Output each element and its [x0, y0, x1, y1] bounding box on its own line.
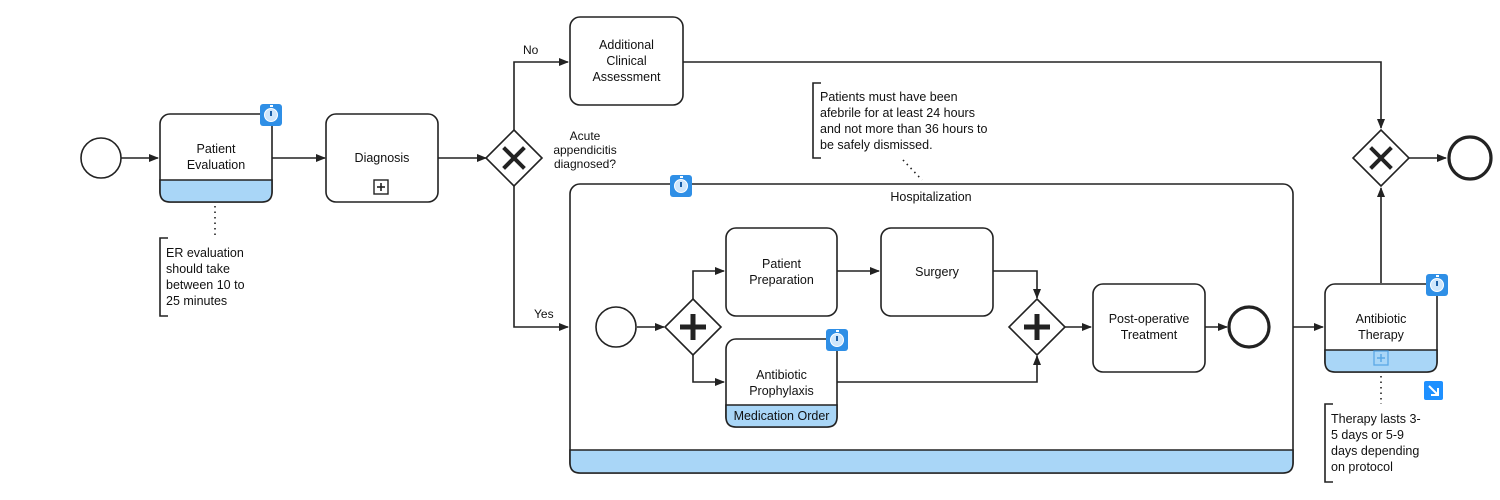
timer-icon[interactable] [826, 329, 848, 351]
task-surgery[interactable] [880, 227, 994, 317]
flow-split-to-prophylaxis [692, 355, 725, 386]
inner-end-event[interactable] [1227, 305, 1271, 349]
annotation-brackets [159, 82, 1333, 483]
label-antibiotic-prophylaxis: Antibiotic Prophylaxis [749, 368, 814, 398]
annotation-er-text: ER evaluation should take between 10 to … [166, 246, 245, 308]
association-afebrile [902, 159, 923, 181]
bracket-afebrile [812, 82, 821, 159]
task-post-operative[interactable] [1092, 283, 1206, 373]
flow-no [513, 58, 569, 130]
bracket-er [159, 237, 168, 317]
task-diagnosis[interactable] [325, 113, 439, 203]
start-event[interactable] [80, 137, 122, 179]
exclusive-gateway-icon [1369, 146, 1393, 170]
label-diagnosis: Diagnosis [354, 151, 410, 165]
label-surgery: Surgery [915, 265, 959, 279]
parallel-gateway-icon [1024, 314, 1050, 340]
subprocess-band [569, 449, 1294, 474]
task-patient-preparation[interactable] [725, 227, 838, 317]
end-event[interactable] [1447, 135, 1493, 181]
timer-icon[interactable] [260, 104, 282, 126]
label-additional-assessment: Additional Clinical Assessment [592, 38, 661, 84]
label-antibiotic-therapy: Antibiotic Therapy [1355, 312, 1407, 342]
therapy-plus-icon [1373, 350, 1389, 366]
task-additional-assessment[interactable] [569, 16, 684, 106]
parallel-gateway-split[interactable] [663, 297, 723, 357]
annotation-therapy-text: Therapy lasts 3- 5 days or 5-9 days depe… [1331, 412, 1421, 474]
inner-start-event[interactable] [595, 306, 637, 348]
gateway-question: Acute appendicitis diagnosed? [553, 129, 617, 171]
bracket-therapy [1324, 403, 1333, 483]
flow-yes [513, 186, 569, 331]
link-arrow-icon[interactable] [1424, 381, 1443, 400]
sequence-flows [121, 58, 1447, 386]
exclusive-gateway-icon [502, 146, 526, 170]
exclusive-gateway-split[interactable] [484, 128, 544, 188]
flow-surgery-to-join [993, 270, 1041, 299]
label-post-operative: Post-operative Treatment [1108, 312, 1190, 342]
label-patient-evaluation: Patient Evaluation [186, 142, 246, 172]
task-antibiotic-prophylaxis[interactable] [725, 338, 838, 428]
task-patient-evaluation[interactable] [159, 113, 273, 203]
exclusive-gateway-merge[interactable] [1351, 128, 1411, 188]
parallel-gateway-icon [680, 314, 706, 340]
label-hospitalization: Hospitalization [890, 190, 972, 204]
flow-split-to-preparation [692, 267, 725, 299]
flow-assessment-to-merge [683, 61, 1385, 129]
flow-label-no: No [523, 43, 539, 57]
flow-prophylaxis-to-join [837, 355, 1041, 383]
parallel-gateway-join[interactable] [1007, 297, 1067, 357]
flow-label-yes: Yes [534, 307, 554, 321]
subprocess-plus-icon [373, 179, 389, 195]
timer-icon[interactable] [1426, 274, 1448, 296]
label-medication-order: Medication Order [733, 409, 830, 423]
timer-icon[interactable] [670, 175, 692, 197]
label-patient-preparation: Patient Preparation [749, 257, 814, 287]
associations [214, 159, 1382, 404]
annotation-afebrile-text: Patients must have been afebrile for at … [820, 90, 988, 152]
